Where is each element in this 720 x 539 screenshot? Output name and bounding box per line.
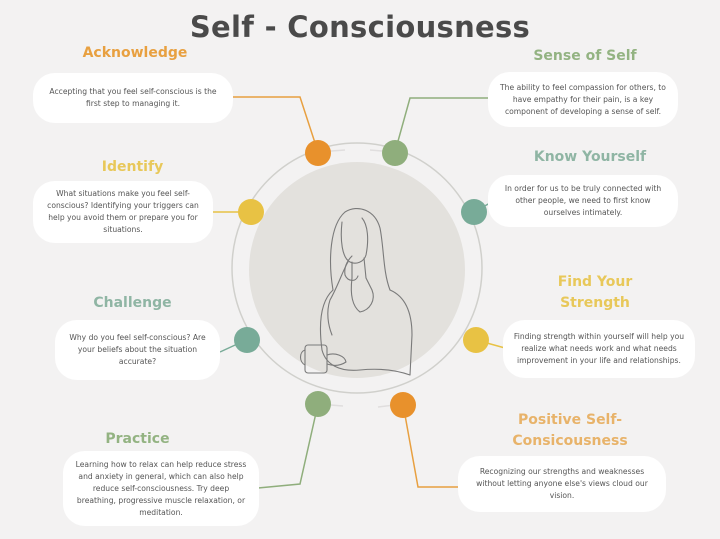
- heading-acknowledge: Acknowledge: [82, 45, 188, 61]
- dot-know-yourself: [461, 199, 487, 225]
- connector-acknowledge: [232, 96, 319, 153]
- card-identify: What situations make you feel self-consc…: [33, 181, 213, 243]
- dot-positive-self: [390, 392, 416, 418]
- woman-thinking-icon: [299, 208, 413, 376]
- card-acknowledge: Accepting that you feel self-conscious i…: [33, 73, 233, 123]
- dot-find-your-strength: [463, 327, 489, 353]
- connector-sense-of-self: [394, 97, 490, 153]
- connector-positive-self: [402, 403, 460, 488]
- card-find-your-strength: Finding strength within yourself will he…: [503, 320, 695, 378]
- heading-identify: Identify: [101, 159, 164, 175]
- heading-positive-self: Positive Self-Consicousness: [512, 412, 628, 449]
- center-circle: [249, 162, 465, 378]
- dot-acknowledge: [305, 140, 331, 166]
- page-title: Self - Consciousness: [189, 10, 531, 44]
- dot-sense-of-self: [382, 140, 408, 166]
- card-know-yourself: In order for us to be truly connected wi…: [488, 175, 678, 227]
- dot-challenge: [234, 327, 260, 353]
- card-sense-of-self: The ability to feel compassion for other…: [488, 72, 678, 127]
- connector-practice: [257, 403, 319, 489]
- card-challenge: Why do you feel self-conscious? Are your…: [55, 320, 220, 380]
- heading-find-your-strength: Find Your Strength: [557, 274, 633, 311]
- heading-practice: Practice: [105, 431, 170, 447]
- card-practice: Learning how to relax can help reduce st…: [63, 451, 259, 526]
- heading-sense-of-self: Sense of Self: [533, 48, 637, 64]
- dot-practice: [305, 391, 331, 417]
- outer-ring: [231, 142, 483, 394]
- heading-challenge: Challenge: [93, 295, 172, 311]
- dot-identify: [238, 199, 264, 225]
- card-positive-self: Recognizing our strengths and weaknesses…: [458, 456, 666, 512]
- heading-know-yourself: Know Yourself: [533, 149, 647, 165]
